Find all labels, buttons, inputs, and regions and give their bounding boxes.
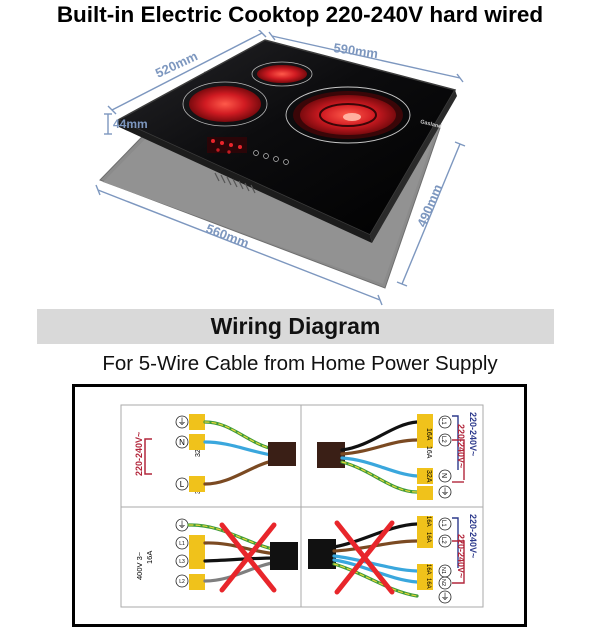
panel4-terminal-n1: N1 <box>440 567 446 574</box>
page-title: Built-in Electric Cooktop 220-240V hard … <box>56 2 544 27</box>
panel4-terminal-l2: L2 <box>440 537 446 544</box>
panel4-terminal-n2: N2 <box>440 579 446 586</box>
burner-large <box>285 86 411 144</box>
panel2-terminal-l1: L1 <box>440 418 446 425</box>
vent-slots <box>214 172 256 194</box>
panel2-terminal-ground: ⏚ <box>440 487 449 497</box>
wiring-heading: Wiring Diagram <box>37 309 554 344</box>
panel4-rating-1: 16A <box>425 516 431 527</box>
panel2-rating-1: 16A <box>425 446 432 459</box>
panel1-rating-1: 32A <box>195 444 202 457</box>
wiring-panel-2: 16A 16A 32A L1 L2 N ⏚ 220-240V~ 220-240V… <box>317 412 478 500</box>
dimension-height: 44mm <box>113 117 148 131</box>
panel4-rating-2: 16A <box>425 532 431 543</box>
panel3-terminal-l1: L1 <box>179 541 185 547</box>
panel1-terminal-ground: ⏚ <box>177 417 186 427</box>
dimension-width: 590mm <box>333 40 379 61</box>
wiring-panel-1: 220-240V~ ⏚ N L 32A 32A <box>134 414 296 494</box>
panel2-voltage-1: 220-240V~ <box>468 412 478 456</box>
panel3-voltage-line2: 16A <box>145 551 154 564</box>
panel3-terminal-l3: L3 <box>179 559 185 565</box>
panel4-voltage-1: 220-240V~ <box>468 514 478 558</box>
panel2-rating-3: 32A <box>425 470 432 483</box>
panel3-invalid-cross <box>219 522 277 593</box>
panel3-terminal-l2: L2 <box>179 579 185 585</box>
panel4-voltage-2: 220-240V~ <box>456 534 466 578</box>
panel4-terminal-ground: ⏚ <box>440 592 449 602</box>
panel4-terminal-l1: L1 <box>440 520 446 527</box>
brand-logo: Gasland <box>420 119 443 130</box>
panel1-terminal-n: N <box>179 438 185 447</box>
burner-medium <box>182 81 268 127</box>
wiring-diagram: 220-240V~ ⏚ N L 32A 32A <box>72 384 527 627</box>
panel4-rating-4: 16A <box>425 578 431 589</box>
burner-small <box>251 61 313 87</box>
panel2-rating-2: 16A <box>425 428 432 441</box>
panel1-voltage: 220-240V~ <box>134 432 144 476</box>
wiring-subtitle: For 5-Wire Cable from Home Power Supply <box>102 352 498 375</box>
panel3-voltage-line1: 400V 3~ <box>135 551 144 580</box>
dimension-depth: 520mm <box>153 48 200 81</box>
panel4-invalid-cross <box>334 520 395 595</box>
panel2-voltage-2: 220-240V~ <box>456 424 466 468</box>
panel4-rating-3: 16A <box>425 564 431 575</box>
panel2-terminal-n: N <box>440 473 447 478</box>
panel2-terminal-l2: L2 <box>440 436 446 443</box>
cooktop-illustration: Gasland 590mm 520mm 44mm 560mm 490mm <box>95 30 466 306</box>
panel3-terminal-ground: ⏚ <box>177 520 186 530</box>
touch-controls <box>207 137 289 165</box>
wiring-panel-3: 400V 3~ 16A ⏚ L1 L3 L2 <box>135 518 298 593</box>
wiring-panel-4: 16A 16A 16A 16A L1 L2 N1 N2 ⏚ 220-240V~ … <box>308 514 478 604</box>
panel1-terminal-l: L <box>180 480 185 489</box>
